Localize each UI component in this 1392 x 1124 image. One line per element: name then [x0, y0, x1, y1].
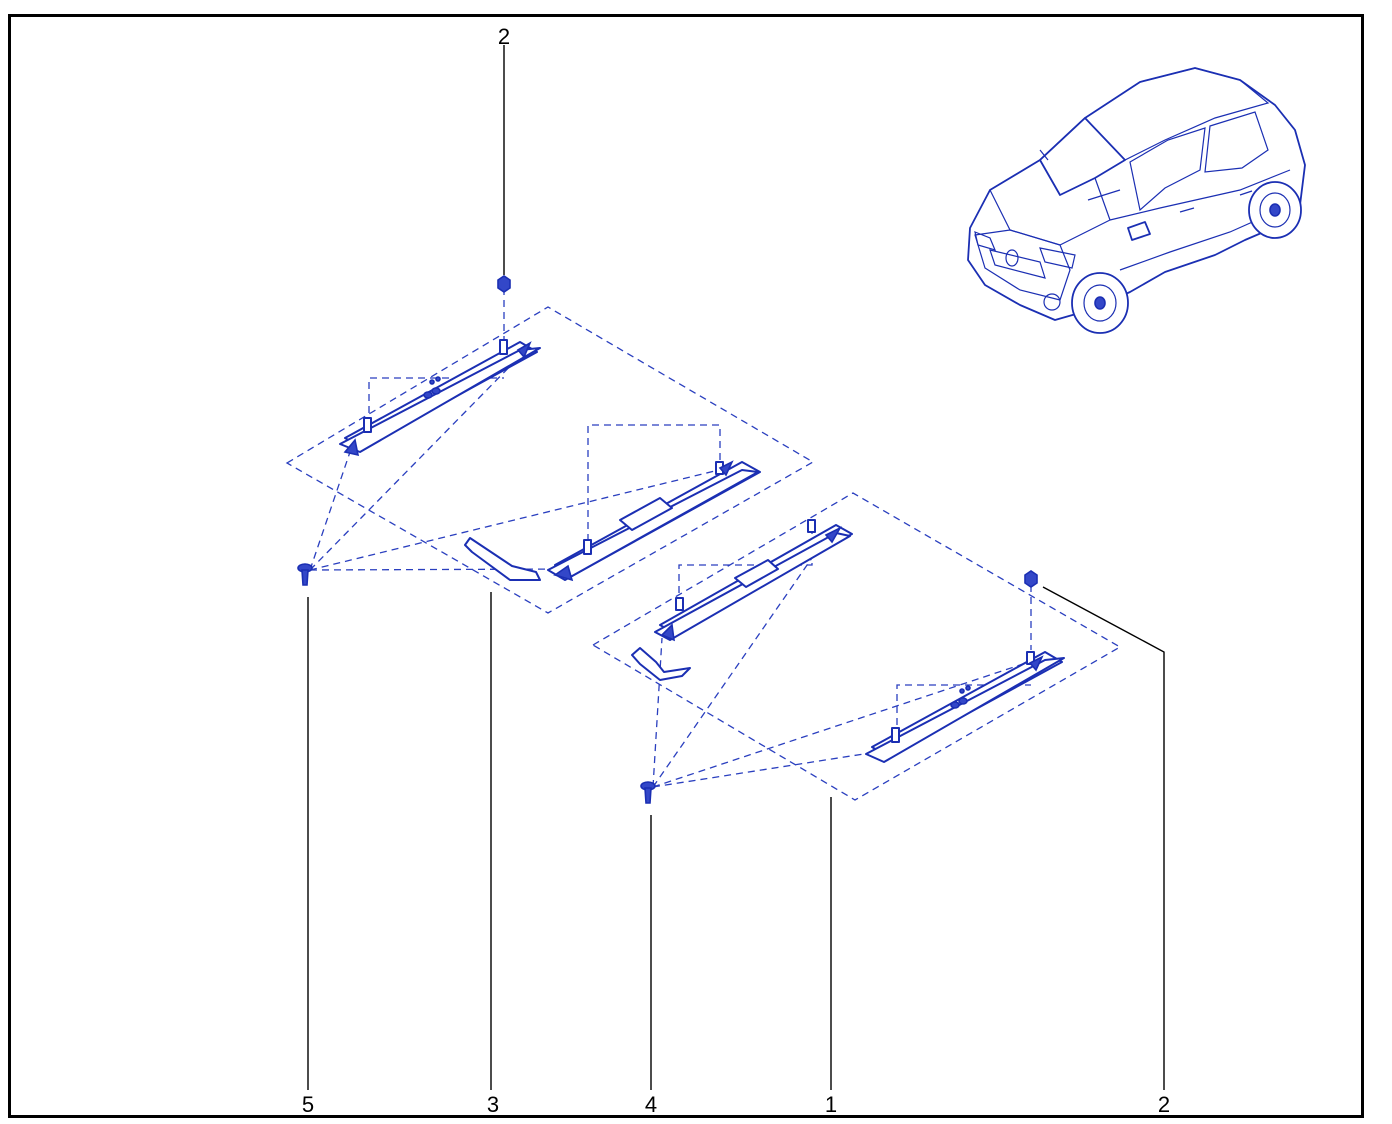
callout-rail-left: 3 [486, 1092, 500, 1117]
leader-lines [307, 45, 1165, 1090]
callout-top-nut: 2 [497, 24, 511, 49]
callout-right-nut: 2 [1157, 1092, 1171, 1117]
lever-icon [631, 647, 691, 681]
seat-rail-icon [339, 339, 541, 457]
nut-icon [497, 275, 511, 293]
seat-rail-icon [654, 519, 853, 642]
left-assembly-outline [285, 288, 815, 614]
lever-icon [464, 537, 541, 581]
right-assembly-outline [591, 492, 1122, 801]
seat-rail-icon [865, 651, 1065, 763]
car-icon [967, 67, 1306, 334]
callout-bolt-right: 4 [644, 1092, 658, 1117]
seat-rail-icon [547, 460, 761, 582]
callout-bolt-left: 5 [301, 1092, 315, 1117]
nut-icon [1024, 570, 1038, 588]
bolt-icon [640, 781, 656, 804]
bolt-icon [297, 563, 313, 586]
callout-rail-right: 1 [824, 1092, 838, 1117]
